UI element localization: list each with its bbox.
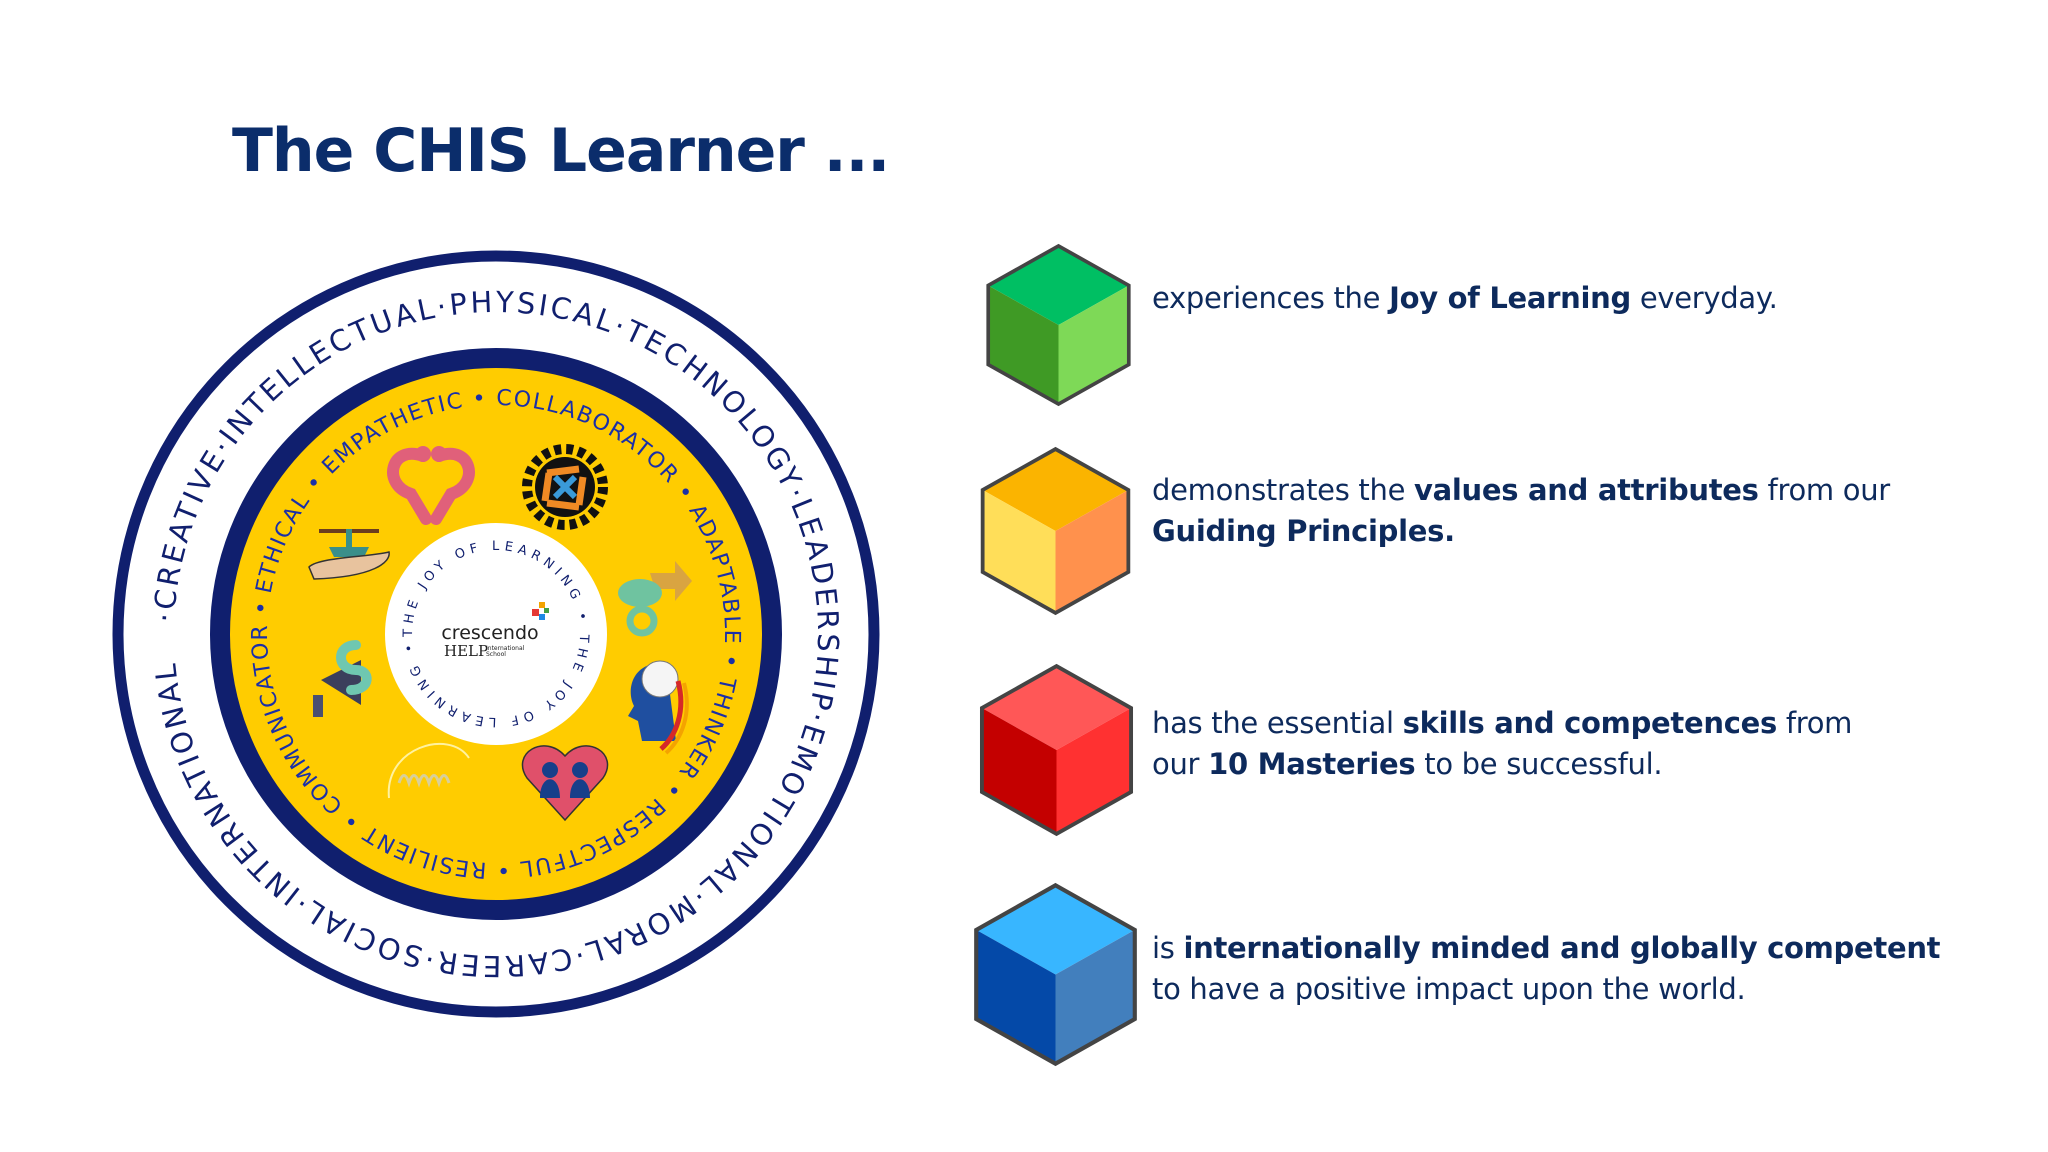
- svg-text:HELP: HELP: [444, 642, 488, 660]
- empathetic-icon: [387, 446, 475, 525]
- chis-learner-emblem: ·CREATIVE·INTELLECTUAL·PHYSICAL·TECHNOLO…: [112, 250, 880, 1018]
- resilient-spring-icon: [387, 742, 470, 799]
- red-cube-icon: [979, 663, 1134, 837]
- respectful-heart-icon: [521, 745, 609, 822]
- learner-statement-international: is internationally minded and globally c…: [1152, 931, 1941, 1006]
- svg-text:International: International: [486, 645, 525, 652]
- communicator-megaphone-icon: [313, 640, 372, 717]
- adaptable-chameleon-icon: [618, 561, 692, 637]
- collaborator-gear-icon: [522, 444, 608, 530]
- ethical-scale-hand-icon: [308, 529, 390, 580]
- learner-statement-skills: has the essential skills and competences…: [1152, 706, 1853, 781]
- svg-text:crescendo: crescendo: [441, 622, 538, 644]
- center-circle: [385, 523, 607, 745]
- page-title: The CHIS Learner ...: [232, 116, 890, 186]
- learner-statement-joy: experiences the Joy of Learning everyday…: [1152, 281, 1778, 315]
- yellow-cube-icon: [980, 446, 1131, 616]
- thinker-head-icon: [628, 660, 689, 755]
- blue-cube-icon: [974, 882, 1137, 1067]
- svg-text:School: School: [486, 651, 506, 658]
- learner-statement-values: demonstrates the values and attributes f…: [1152, 473, 1890, 548]
- green-cube-icon: [986, 243, 1131, 407]
- crescendo-help-logo: crescendo HELP International School: [441, 602, 549, 660]
